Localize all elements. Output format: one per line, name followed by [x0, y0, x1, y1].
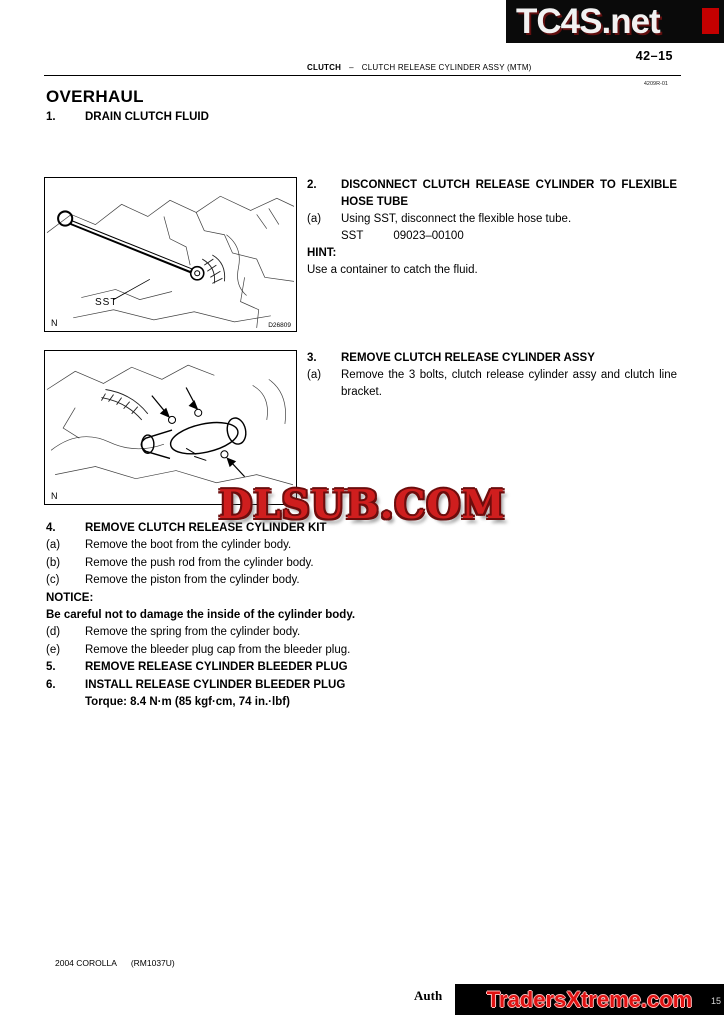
step-4b-text: Remove the push rod from the cylinder bo…: [85, 556, 314, 569]
step-1-heading: DRAIN CLUTCH FLUID: [85, 111, 209, 123]
page-title: OVERHAUL: [46, 87, 144, 106]
figure1-code: D26809: [268, 322, 291, 329]
step-4a-label: (a): [46, 539, 61, 552]
footer-page-fragment: 15: [710, 996, 721, 1006]
hint-text: Use a container to catch the fluid.: [307, 264, 478, 276]
figure-sst-disconnect: SST N D26809: [44, 177, 297, 332]
hint-label: HINT:: [307, 247, 337, 259]
step-4e-label: (e): [46, 643, 61, 656]
step-3-heading: REMOVE CLUTCH RELEASE CYLINDER ASSY: [341, 352, 595, 364]
release-cylinder-illustration: [46, 364, 294, 486]
header-title-line: CLUTCH–CLUTCH RELEASE CYLINDER ASSY (MTM…: [307, 63, 532, 72]
step-4e-text: Remove the bleeder plug cap from the ble…: [85, 643, 351, 656]
header-separator: –: [349, 63, 354, 72]
step-6-heading: INSTALL RELEASE CYLINDER BLEEDER PLUG: [85, 678, 346, 691]
doc-code: 4209R-01: [643, 81, 668, 87]
sst-tool-line: SST 09023–00100: [341, 228, 677, 245]
tc4s-logo-text: TC4S.net: [516, 2, 661, 41]
sst-part-number: 09023–00100: [393, 230, 464, 242]
footer-model-line: 2004 COROLLA (RM1037U): [55, 958, 175, 968]
step-2: 2. DISCONNECT CLUTCH RELEASE CYLINDER TO…: [307, 177, 677, 279]
page-number: 42–15: [635, 49, 673, 63]
step-2-heading: DISCONNECT CLUTCH RELEASE CYLINDER TO FL…: [341, 179, 677, 208]
figure1-corner-label: N: [51, 318, 58, 328]
step-4-number: 4.: [46, 522, 56, 534]
step-1-number: 1.: [46, 111, 56, 123]
tradersxtreme-watermark: TradersXtreme.com 15: [455, 984, 724, 1015]
step-5-heading: REMOVE RELEASE CYLINDER BLEEDER PLUG: [85, 661, 348, 674]
footer-text-fragment: Auth: [414, 988, 443, 1003]
step-4d-text: Remove the spring from the cylinder body…: [85, 626, 301, 639]
step-4a-text: Remove the boot from the cylinder body.: [85, 539, 292, 552]
logo-red-accent: [702, 8, 719, 34]
sst-label: SST: [341, 230, 364, 242]
footer-model: 2004 COROLLA: [55, 958, 117, 968]
figure2-corner-label: N: [51, 491, 58, 501]
step-5-number: 5.: [46, 661, 56, 674]
steps-4-to-6: 4. REMOVE CLUTCH RELEASE CYLINDER KIT (a…: [46, 522, 678, 713]
figure1-sst-label: SST: [95, 297, 118, 308]
dlsub-watermark: DLSUB.COM: [218, 482, 506, 528]
tradersxtreme-watermark-text: TradersXtreme.com: [486, 986, 693, 1012]
tc4s-logo: TC4S.net: [506, 0, 724, 43]
step-4c-text: Remove the piston from the cylinder body…: [85, 574, 300, 587]
header-section: CLUTCH: [307, 63, 342, 72]
step-2-number: 2.: [307, 179, 317, 191]
step-4d-label: (d): [46, 626, 61, 639]
step-3a-text: Remove the 3 bolts, clutch release cylin…: [341, 369, 677, 398]
step-4c-label: (c): [46, 574, 60, 587]
step-4-heading: REMOVE CLUTCH RELEASE CYLINDER KIT: [85, 522, 327, 534]
engine-bay-illustration: [46, 195, 295, 328]
step-4b-label: (b): [46, 556, 61, 569]
step-2a-text: Using SST, disconnect the flexible hose …: [341, 213, 572, 225]
header-subtitle: CLUTCH RELEASE CYLINDER ASSY (MTM): [361, 63, 532, 72]
step-6-number: 6.: [46, 678, 56, 691]
header-rule: [44, 75, 681, 76]
footer-manual-code: (RM1037U): [130, 958, 175, 968]
step-1: 1. DRAIN CLUTCH FLUID: [46, 111, 466, 123]
torque-spec: Torque: 8.4 N·m (85 kgf·cm, 74 in.·lbf): [85, 695, 290, 708]
step-2a-label: (a): [307, 213, 322, 225]
notice-text: Be careful not to damage the inside of t…: [46, 608, 356, 621]
notice-label: NOTICE:: [46, 591, 94, 604]
figure-release-cylinder: N: [44, 350, 297, 505]
step-3-number: 3.: [307, 352, 317, 364]
step-3: 3. REMOVE CLUTCH RELEASE CYLINDER ASSY (…: [307, 350, 677, 401]
step-3a-label: (a): [307, 369, 322, 381]
